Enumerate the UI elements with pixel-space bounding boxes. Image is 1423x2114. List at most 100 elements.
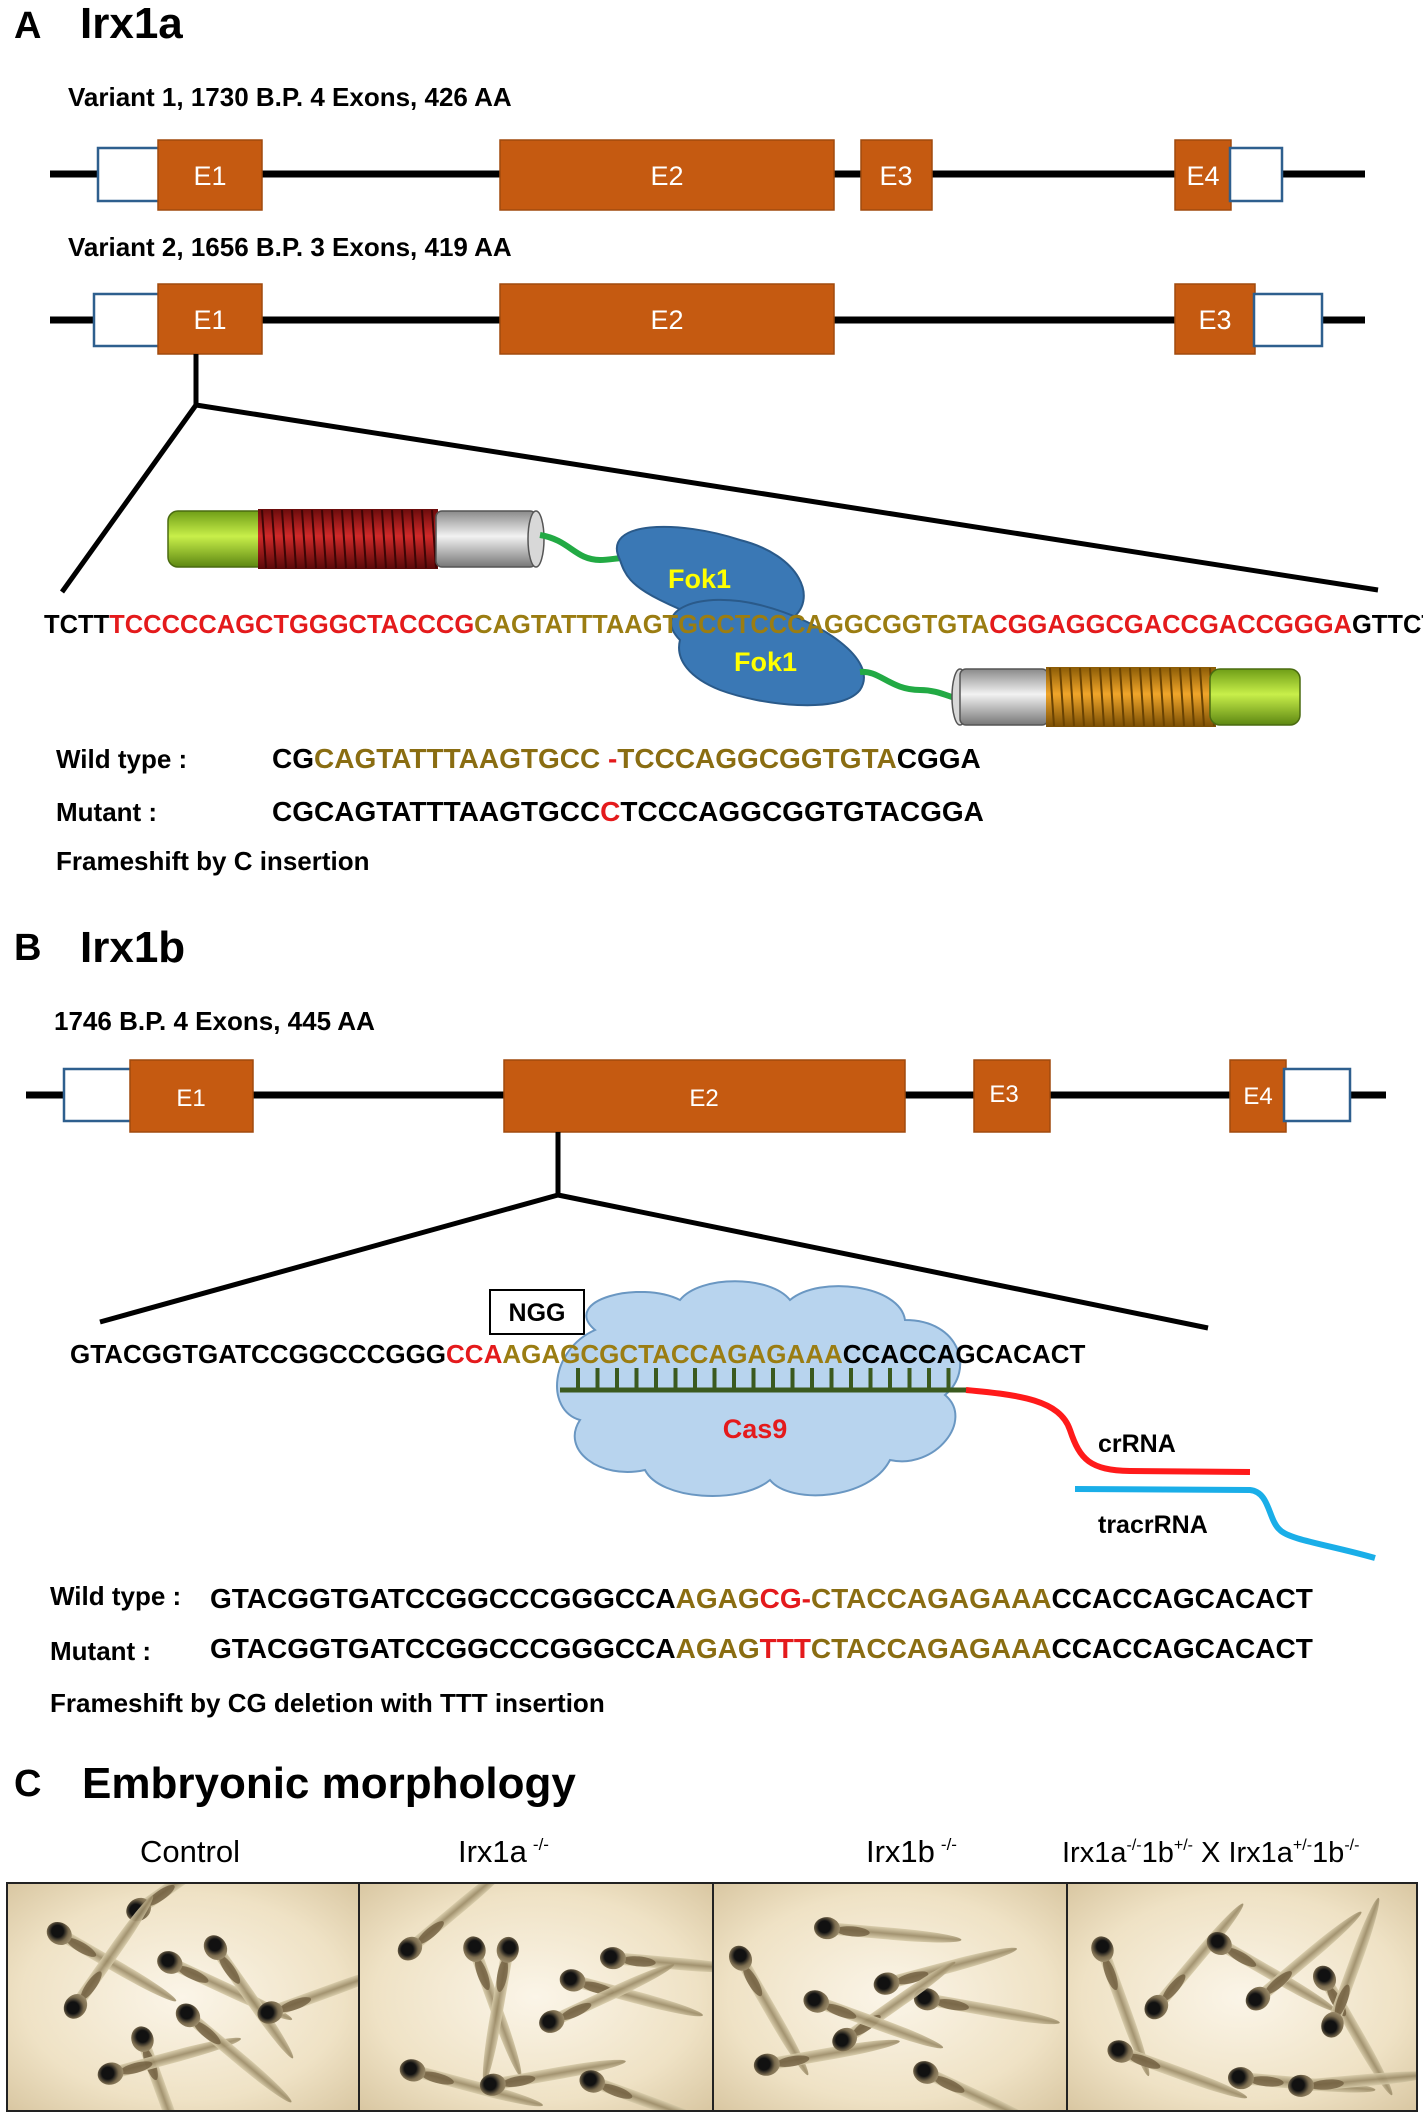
variant2-gene-model: E1 E2 E3 [50,283,1365,355]
coil-stripe [1189,667,1195,727]
coil-stripe [261,509,267,569]
coil-stripe [1099,667,1105,727]
coil-stripe [1149,667,1155,727]
coil-stripe [401,509,407,569]
sequence-segment: TCCCAGGCGGTGTACGGA [620,796,983,827]
utr-3-box [1252,292,1324,348]
panel-c-letter: C [14,1763,41,1805]
exon-e3-label: E3 [1198,305,1231,335]
coil-stripe [1199,667,1205,727]
coil-stripe [1069,667,1075,727]
sequence-segment: AGAGCGCTACCAGAGAAA [502,1339,843,1369]
fok1-lower-icon [670,598,865,707]
sequence-segment: CTACCAGAGAAA [811,1633,1052,1664]
larva-image [909,2055,1056,2110]
sequence-segment: CCACCAGCACACT [1052,1633,1313,1664]
photo-control [6,1882,360,2112]
larva-image [254,1953,358,2029]
coil-stripe [331,509,337,569]
tracrrna-strand [1074,1486,1376,1561]
sequence-segment: CGGAGGCGACCGACCGGGA [989,611,1352,639]
coil-stripe [271,509,277,569]
sequence-segment: GTACGGTGATCCGGCCCGGGCCA [210,1633,676,1664]
irx1b-gene-model: E1 E2 E3 E4 [26,1059,1386,1133]
exon-e3-label: E3 [879,161,912,191]
larva-head [397,2056,428,2085]
coil-stripe [291,509,297,569]
coil-stripe [1139,667,1145,727]
coil-stripe [1079,667,1085,727]
tracrrna-label: tracrRNA [1098,1511,1208,1539]
photo-cross [1066,1882,1418,2112]
figure-diagram: A Irx1a Variant 1, 1730 B.P. 4 Exons, 42… [14,0,1423,1869]
crrna-label: crRNA [1098,1430,1176,1458]
exon-e3 [973,1059,1051,1133]
exon-e1-label: E1 [193,305,226,335]
coil-stripe [1129,667,1135,727]
coil-stripe [341,509,347,569]
variant2-label: Variant 2, 1656 B.P. 3 Exons, 419 AA [68,232,512,262]
panel-b-letter: B [14,927,41,969]
label-cross: Irx1a-/-1b+/- X Irx1a+/-1b-/- [1062,1837,1359,1869]
panel-a-mutant-sequence: CGCAGTATTTAAGTGCCCTCCCAGGCGGTGTACGGA [272,796,984,827]
sequence-segment: CTACCAGAGAAA [811,1583,1052,1614]
panel-b-mutant-sequence: GTACGGTGATCCGGCCCGGGCCAAGAGTTTCTACCAGAGA… [210,1633,1313,1664]
fok1-upper-icon [616,525,805,630]
utr-5-box [96,146,162,203]
larva-head [1287,2073,1315,2098]
sequence-segment: AGAG [676,1583,760,1614]
sequence-segment: CGCAGTATTTAAGTGCC [272,796,600,827]
sequence-segment: CAGTATTTAAGTGCC [314,743,608,774]
panel-a-mutant-label: Mutant : [56,797,157,827]
coil-stripe [1179,667,1185,727]
coil-stripe [321,509,327,569]
panel-b-sequence: GTACGGTGATCCGGCCCGGGCCAAGAGCGCTACCAGAGAA… [70,1339,1086,1369]
coil-stripe [411,509,417,569]
exon-e3 [860,139,933,211]
panel-b-title: Irx1b [80,923,185,972]
larva-body [927,2069,1051,2110]
coil-stripe [1119,667,1125,727]
panel-b-gene-label: 1746 B.P. 4 Exons, 445 AA [54,1006,375,1036]
sequence-segment: TCCCAGGCGGTGTA [617,743,896,774]
panel-a-wildtype-label: Wild type : [56,744,187,774]
ngg-box [489,1289,585,1335]
panel-a-sequence: TCTTTCCCCCAGCTGGGCTACCCGCAGTATTTAAGTGCCT… [44,611,1423,639]
coil-stripe [351,509,357,569]
panel-c-title: Embryonic morphology [82,1759,576,1808]
utr-3-box [1282,1067,1352,1123]
larva-head [557,1966,588,1995]
larva-head [599,1946,627,1971]
coil-stripe [421,509,427,569]
zoom-lines-a [59,354,1379,594]
guide-rna [560,1368,1376,1561]
panel-b-wildtype-sequence: GTACGGTGATCCGGCCCGGGCCAAGAGCG-CTACCAGAGA… [210,1583,1313,1614]
exon-e2-label: E2 [689,1085,718,1112]
panel-a-letter: A [14,5,41,47]
talen-arm-lower [859,667,1301,727]
coil-stripe [1169,667,1175,727]
crrna-strand [965,1387,1251,1475]
photo-irx1b-mutant [712,1882,1068,2112]
zoom-lines-b [99,1132,1209,1331]
sequence-segment: CCACCAGCACACT [1052,1583,1313,1614]
exon-e1 [157,139,263,211]
fok1-upper-label: Fok1 [668,564,731,594]
fok1-lower-label: Fok1 [734,647,797,677]
exon-e2-label: E2 [650,161,683,191]
label-control: Control [140,1834,240,1869]
exon-e1 [129,1059,254,1133]
label-irx1a: Irx1a-/- [458,1834,549,1869]
coil-stripe [311,509,317,569]
coil-stripe [361,509,367,569]
coil-stripe [371,509,377,569]
variant1-gene-model: E1 E2 E3 E4 [50,139,1365,211]
larva-head [752,2051,782,2078]
exon-e4 [1229,1059,1287,1133]
exon-e2-label: E2 [650,305,683,335]
coil-stripe [1049,667,1055,727]
exon-e3-label: E3 [989,1081,1018,1108]
exon-e3 [1174,283,1256,355]
label-irx1b: Irx1b-/- [866,1834,957,1869]
panel-b-mutant-label: Mutant : [50,1636,151,1666]
